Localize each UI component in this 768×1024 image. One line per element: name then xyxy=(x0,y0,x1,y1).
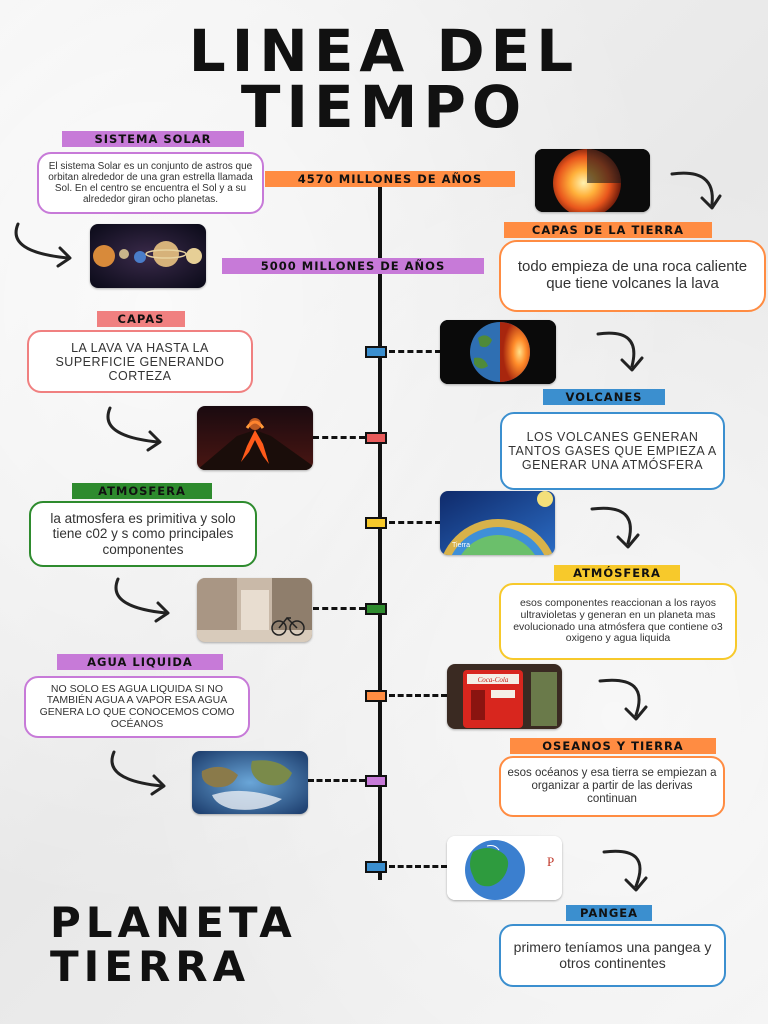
connector-6 xyxy=(308,779,365,782)
earth-layers-image xyxy=(440,320,556,384)
event-label-pangea: PANGEA xyxy=(566,905,652,921)
connector-3 xyxy=(389,521,441,524)
event-label-atmosfera-2: ATMÓSFERA xyxy=(554,565,680,581)
pangea-map-image: P xyxy=(447,836,562,900)
bottom-title-line1: PLANETA xyxy=(50,898,297,947)
bottom-title-line2: TIERRA xyxy=(50,942,251,991)
timeline-node-5 xyxy=(365,690,387,702)
event-text-capas: LA LAVA VA HASTA LA SUPERFICIE GENERANDO… xyxy=(55,340,225,383)
timeline-node-3 xyxy=(365,517,387,529)
event-text-pangea: primero teníamos una pangea y otros cont… xyxy=(513,938,712,971)
timeline-node-2 xyxy=(365,432,387,444)
earth-core-image xyxy=(535,149,650,212)
timeline-axis xyxy=(378,184,382,880)
connector-5 xyxy=(389,694,447,697)
event-box-capas-tierra: todo empieza de una roca caliente que ti… xyxy=(499,240,766,312)
event-label-atmosfera-1: ATMOSFERA xyxy=(72,483,212,499)
event-box-agua: NO SOLO ES AGUA LIQUIDA SI NO TAMBIÉN AG… xyxy=(24,676,250,738)
timeline-node-1 xyxy=(365,346,387,358)
earth-ocean-image xyxy=(192,751,308,814)
event-text-volcanes: LOS VOLCANES GENERAN TANTOS GASES QUE EM… xyxy=(508,430,717,472)
event-label-sistema-solar: SISTEMA SOLAR xyxy=(62,131,244,147)
curved-arrow-icon xyxy=(114,577,170,623)
event-label-agua: AGUA LIQUIDA xyxy=(57,654,223,670)
curved-arrow-icon xyxy=(596,331,644,372)
event-text-capas-tierra: todo empieza de una roca caliente que ti… xyxy=(517,258,748,292)
pangea-map-letter: P xyxy=(547,854,554,869)
event-box-atmosfera-1: la atmosfera es primitiva y solo tiene c… xyxy=(29,501,257,567)
page-title-line2: TIEMPO xyxy=(240,73,528,141)
solar-system-planets-image xyxy=(90,224,206,288)
event-label-capas: CAPAS xyxy=(97,311,185,327)
event-box-capas: LA LAVA VA HASTA LA SUPERFICIE GENERANDO… xyxy=(27,330,253,393)
street-photo-image xyxy=(197,578,312,642)
event-label-volcanes: VOLCANES xyxy=(543,389,665,405)
date-label-5000: 5000 MILLONES DE AÑOS xyxy=(222,258,484,274)
event-box-oceanos: esos océanos y esa tierra se empiezan a … xyxy=(499,756,725,817)
curved-arrow-icon xyxy=(110,750,166,796)
curved-arrow-icon xyxy=(598,678,648,721)
volcano-image xyxy=(197,406,313,470)
connector-2 xyxy=(313,436,365,439)
connector-4 xyxy=(313,607,365,610)
event-box-pangea: primero teníamos una pangea y otros cont… xyxy=(499,924,726,987)
timeline-node-7 xyxy=(365,861,387,873)
date-label-4570: 4570 MILLONES DE AÑOS xyxy=(265,171,515,187)
atmosphere-caption: Tierra xyxy=(452,542,470,549)
curved-arrow-icon xyxy=(106,406,162,452)
page-title-line1: LINEA DEL xyxy=(188,17,580,85)
coca-cola-machine-image: Coca-Cola xyxy=(447,664,562,729)
curved-arrow-icon xyxy=(670,171,722,210)
connector-7 xyxy=(389,865,447,868)
curved-arrow-icon xyxy=(602,849,648,892)
event-text-atmosfera-2: esos componentes reaccionan a los rayos … xyxy=(513,597,723,645)
connector-1 xyxy=(389,350,441,353)
event-box-atmosfera-2: esos componentes reaccionan a los rayos … xyxy=(499,583,737,660)
event-box-volcanes: LOS VOLCANES GENERAN TANTOS GASES QUE EM… xyxy=(500,412,725,490)
event-text-atmosfera-1: la atmosfera es primitiva y solo tiene c… xyxy=(50,511,236,557)
event-text-oceanos: esos océanos y esa tierra se empiezan a … xyxy=(507,767,717,805)
event-label-capas-tierra: CAPAS DE LA TIERRA xyxy=(504,222,712,238)
timeline-node-6 xyxy=(365,775,387,787)
vending-brand-text: Coca-Cola xyxy=(478,676,509,684)
curved-arrow-icon xyxy=(590,506,640,549)
event-text-sistema-solar: El sistema Solar es un conjunto de astro… xyxy=(48,160,253,206)
event-text-agua: NO SOLO ES AGUA LIQUIDA SI NO TAMBIÉN AG… xyxy=(39,682,235,730)
event-label-oceanos: OSEANOS Y TIERRA xyxy=(510,738,716,754)
timeline-node-4 xyxy=(365,603,387,615)
atmosphere-diagram-image: Tierra xyxy=(440,491,555,555)
event-box-sistema-solar: El sistema Solar es un conjunto de astro… xyxy=(37,152,264,214)
curved-arrow-icon xyxy=(14,222,72,268)
